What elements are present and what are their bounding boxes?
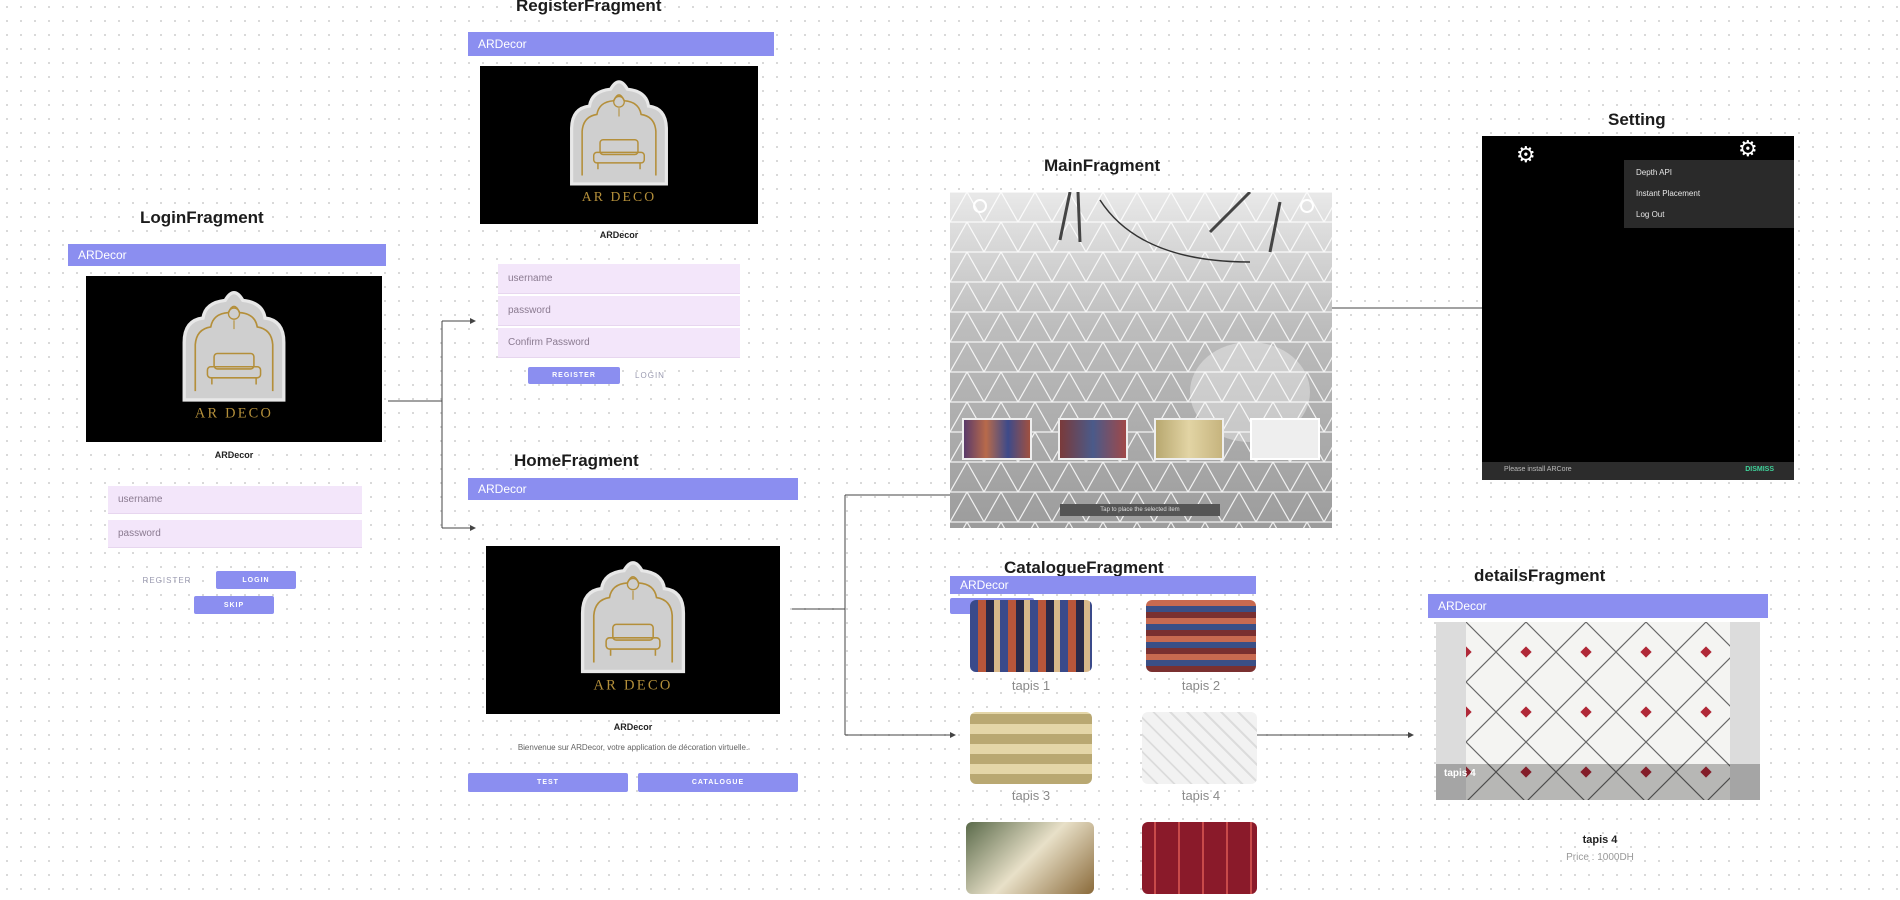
setting-title: Setting: [1608, 110, 1666, 129]
login-caption: ARDecor: [214, 450, 254, 460]
welcome-text: Bienvenue sur ARDecor, votre application…: [517, 743, 749, 752]
username-field[interactable]: username: [108, 486, 362, 514]
menu-item-instant-placement[interactable]: Instant Placement: [1636, 189, 1701, 198]
test-button[interactable]: TEST: [468, 773, 628, 792]
rug-thumbnail-1[interactable]: [962, 418, 1032, 460]
rug-image-6[interactable]: [1142, 822, 1257, 894]
rug-label-3: tapis 3: [1011, 788, 1051, 803]
details-app-bar: ARDecor: [1428, 594, 1768, 618]
rug-image-1[interactable]: [970, 600, 1092, 672]
rug-thumbnail-3[interactable]: [1154, 418, 1224, 460]
rug-image-3[interactable]: [970, 712, 1092, 784]
menu-item-log-out[interactable]: Log Out: [1636, 210, 1665, 219]
login-app-bar: ARDecor: [68, 244, 386, 266]
skip-button[interactable]: SKIP: [194, 596, 274, 614]
register-button[interactable]: REGISTER: [142, 575, 192, 585]
login-button[interactable]: LOGIN: [216, 571, 296, 589]
rug-thumbnail-4[interactable]: [1250, 418, 1320, 460]
rug-image-5[interactable]: [966, 822, 1094, 894]
snackbar-text: Please install ARCore: [1504, 466, 1572, 473]
setting-screen: ⚙ ⚙ Depth API Instant Placement Log Out …: [1482, 136, 1794, 480]
rug-label-1: tapis 1: [1011, 678, 1051, 693]
ar-camera-view[interactable]: Tap to place the selected item: [950, 192, 1332, 528]
home-app-bar: ARDecor: [468, 478, 798, 500]
catalogue-app-bar: ARDecor: [950, 576, 1256, 594]
ardeco-logo: AR DECO: [86, 276, 382, 442]
password-field[interactable]: password: [498, 296, 740, 326]
rug-label-2: tapis 2: [1181, 678, 1221, 693]
username-field[interactable]: username: [498, 264, 740, 294]
ardeco-logo: AR DECO: [486, 546, 780, 714]
main-fragment-title: MainFragment: [1044, 156, 1161, 175]
details-name: tapis 4: [1582, 834, 1618, 846]
home-caption: ARDecor: [613, 722, 653, 732]
ardeco-logo: AR DECO: [480, 66, 758, 224]
menu-item-depth-api[interactable]: Depth API: [1636, 168, 1673, 177]
snackbar: Please install ARCore DISMISS: [1482, 462, 1794, 480]
settings-menu: Depth API Instant Placement Log Out: [1624, 160, 1794, 228]
gear-icon[interactable]: ⚙: [1738, 136, 1758, 161]
placement-hint: Tap to place the selected item: [1060, 504, 1220, 516]
logo-wordmark: AR DECO: [195, 406, 273, 422]
password-field[interactable]: password: [108, 520, 362, 548]
register-app-bar: ARDecor: [468, 32, 774, 56]
gear-icon[interactable]: ⚙: [1516, 142, 1536, 167]
rug-image-4[interactable]: [1142, 712, 1257, 784]
confirm-password-field[interactable]: Confirm Password: [498, 328, 740, 358]
catalogue-button[interactable]: CATALOGUE: [638, 773, 798, 792]
details-fragment-title: detailsFragment: [1474, 566, 1606, 585]
logo-wordmark: AR DECO: [582, 189, 656, 204]
register-button[interactable]: REGISTER: [528, 367, 620, 384]
home-fragment-title: HomeFragment: [514, 451, 639, 470]
register-fragment-title: RegisterFragment: [516, 0, 662, 15]
snackbar-dismiss-button[interactable]: DISMISS: [1745, 466, 1774, 473]
rug-image-2[interactable]: [1146, 600, 1256, 672]
details-price: Price : 1000DH: [1566, 852, 1634, 863]
catalogue-fragment-title: CatalogueFragment: [1004, 558, 1164, 577]
logo-wordmark: AR DECO: [593, 677, 672, 693]
login-fragment-title: LoginFragment: [140, 208, 264, 227]
login-link[interactable]: LOGIN: [635, 371, 665, 380]
rug-detail-image: tapis 4: [1436, 622, 1760, 800]
image-label: tapis 4: [1444, 768, 1476, 779]
register-caption: ARDecor: [599, 230, 639, 240]
rug-label-4: tapis 4: [1181, 788, 1221, 803]
rug-thumbnail-2[interactable]: [1058, 418, 1128, 460]
ar-plane-grid: [950, 192, 1332, 528]
